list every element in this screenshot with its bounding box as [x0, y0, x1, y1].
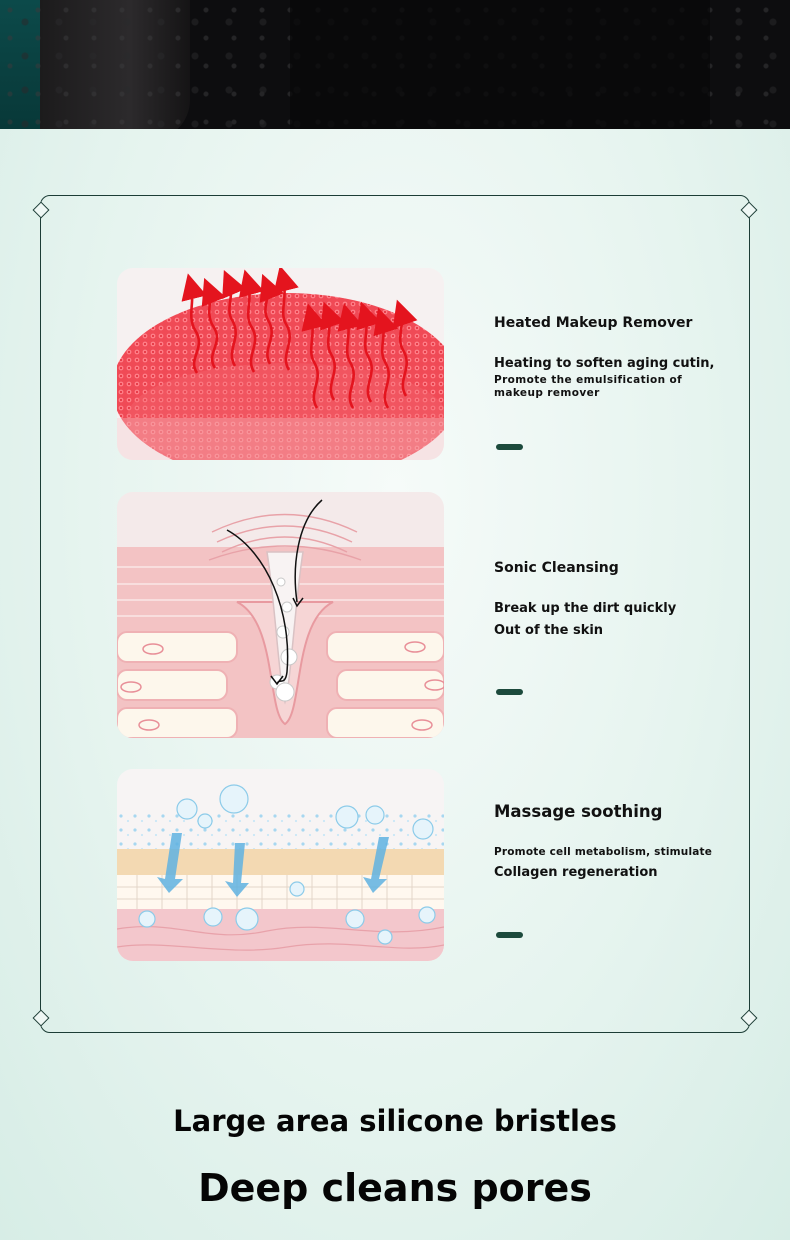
feature-description: Promote the emulsification of	[494, 374, 683, 386]
frame-corner	[32, 201, 50, 219]
feature-title: Sonic Cleansing	[494, 560, 619, 576]
accent-dash	[496, 689, 523, 695]
frame-corner	[32, 1009, 50, 1027]
hero-photo	[0, 0, 790, 129]
feature-sonic: Sonic Cleansing Break up the dirt quickl…	[494, 560, 676, 638]
footer-subheadline: Deep cleans pores	[198, 1166, 592, 1210]
accent-dash	[496, 932, 523, 938]
hero-dress	[290, 0, 710, 129]
feature-massage: Massage soothing Promote cell metabolism…	[494, 802, 712, 880]
feature-title: Massage soothing	[494, 802, 663, 821]
feature-description: makeup remover	[494, 387, 600, 399]
feature-heated: Heated Makeup Remover Heating to soften …	[494, 315, 714, 399]
frame-corner	[740, 1009, 758, 1027]
feature-description: Break up the dirt quickly	[494, 601, 677, 616]
skin-layers-image	[117, 769, 444, 961]
feature-description: Collagen regeneration	[494, 865, 658, 880]
heated-bristles-image	[117, 268, 444, 460]
accent-dash	[496, 444, 523, 450]
pore-diagram-image	[117, 492, 444, 738]
feature-description: Out of the skin	[494, 623, 604, 638]
feature-frame	[32, 195, 758, 1033]
feature-title: Heated Makeup Remover	[494, 315, 693, 331]
feature-description: Heating to soften aging cutin,	[494, 356, 715, 371]
frame-corner	[740, 201, 758, 219]
footer-headline: Large area silicone bristles	[173, 1104, 617, 1138]
feature-description: Promote cell metabolism, stimulate	[494, 846, 713, 858]
